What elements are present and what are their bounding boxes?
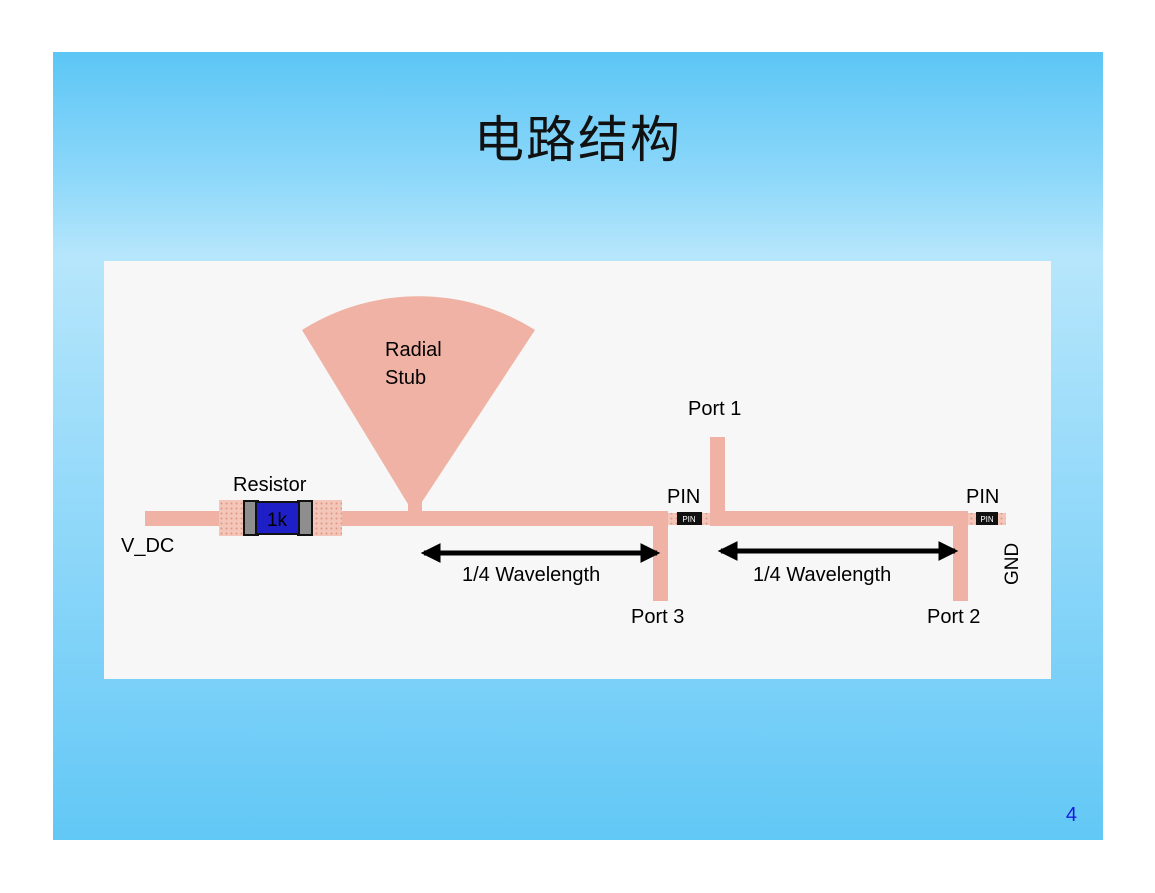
pin-left-chip [677,512,702,525]
pin-right-chip-text: PIN [980,515,994,524]
radial-stub-neck [408,486,422,516]
pin-right-pad1 [968,513,976,525]
pin-left-chip-text: PIN [682,515,696,524]
resistor-end-right [297,500,313,536]
pin-left-pad2 [702,513,710,525]
wavelength-right-label: 1/4 Wavelength [753,564,891,586]
gnd-label: GND [1002,543,1023,585]
page-number: 4 [1065,804,1077,826]
port1-stub [710,437,725,526]
resistor-pad-right [312,500,342,536]
resistor-value: 1k [267,510,288,531]
circuit-diagram: 1k PIN PIN Radial Stub Resistor [121,296,1023,628]
port2-stub [953,511,968,601]
circuit-diagram-panel: 1k PIN PIN Radial Stub Resistor [104,261,1051,679]
port1-label: Port 1 [688,398,741,420]
slide-title: 电路结构 [474,111,682,169]
pin-left-pad1 [668,513,677,525]
radial-stub-label-line1: Radial [385,339,442,361]
resistor-label: Resistor [233,474,307,496]
slide: 电路结构 1k [53,52,1103,840]
pin-left-label: PIN [667,486,700,508]
trace-main-right [710,511,968,526]
trace-input [145,511,223,526]
pin-right-chip [976,512,998,525]
trace-main-left [340,511,662,526]
v-dc-label: V_DC [121,535,174,557]
port3-stub [653,511,668,601]
resistor-body [255,501,300,535]
pin-right-label: PIN [966,486,999,508]
port3-label: Port 3 [631,606,684,628]
radial-stub-label-line2: Stub [385,367,426,389]
radial-stub [302,296,535,514]
wavelength-left-label: 1/4 Wavelength [462,564,600,586]
pin-right-pad2 [998,513,1006,525]
port2-label: Port 2 [927,606,980,628]
